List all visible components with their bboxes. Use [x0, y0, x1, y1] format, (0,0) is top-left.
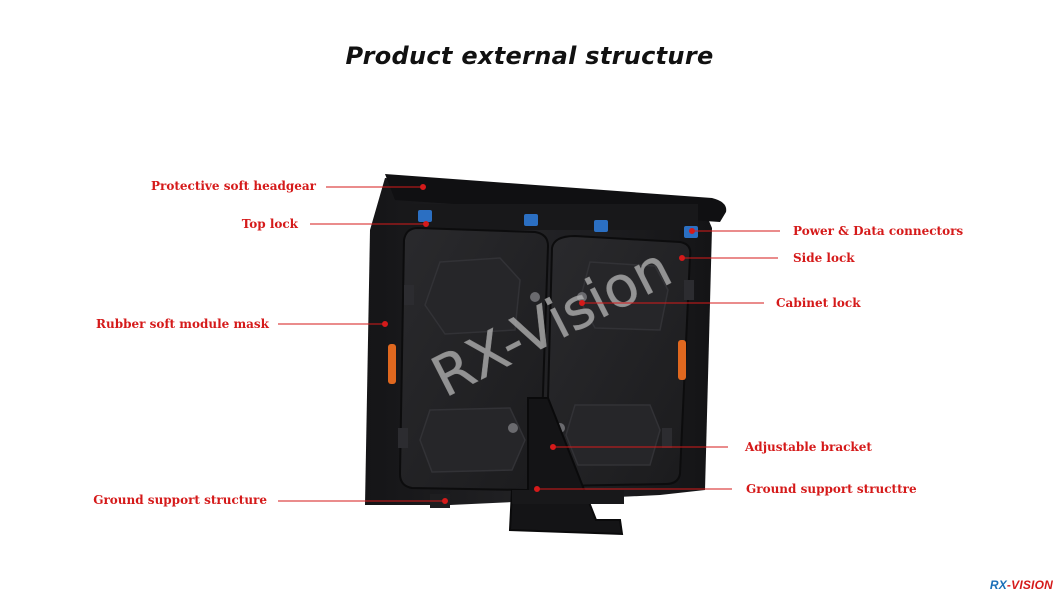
label-bracket: Adjustable bracket: [745, 440, 872, 454]
label-cabinet-lock: Cabinet lock: [776, 296, 861, 310]
logo-part-b: -VISION: [1006, 578, 1053, 592]
page-title: Product external structure: [345, 42, 714, 70]
label-ground-right: Ground support structtre: [746, 482, 917, 496]
label-headgear: Protective soft headgear: [150, 179, 316, 193]
label-ground-left: Ground support structure: [93, 493, 267, 507]
label-side-lock: Side lock: [793, 251, 855, 265]
label-module-mask: Rubber soft module mask: [96, 317, 269, 331]
label-power-data: Power & Data connectors: [793, 224, 964, 238]
side-handle-right: [678, 340, 686, 380]
connector-1: [418, 210, 432, 222]
connector-2: [524, 214, 538, 226]
top-lock-strip: [398, 204, 698, 230]
connector-3: [594, 220, 608, 232]
label-top-lock: Top lock: [241, 217, 298, 231]
brand-logo: RX-VISION: [990, 578, 1053, 592]
logo-part-a: RX: [989, 578, 1007, 592]
side-handle-left: [388, 344, 396, 384]
